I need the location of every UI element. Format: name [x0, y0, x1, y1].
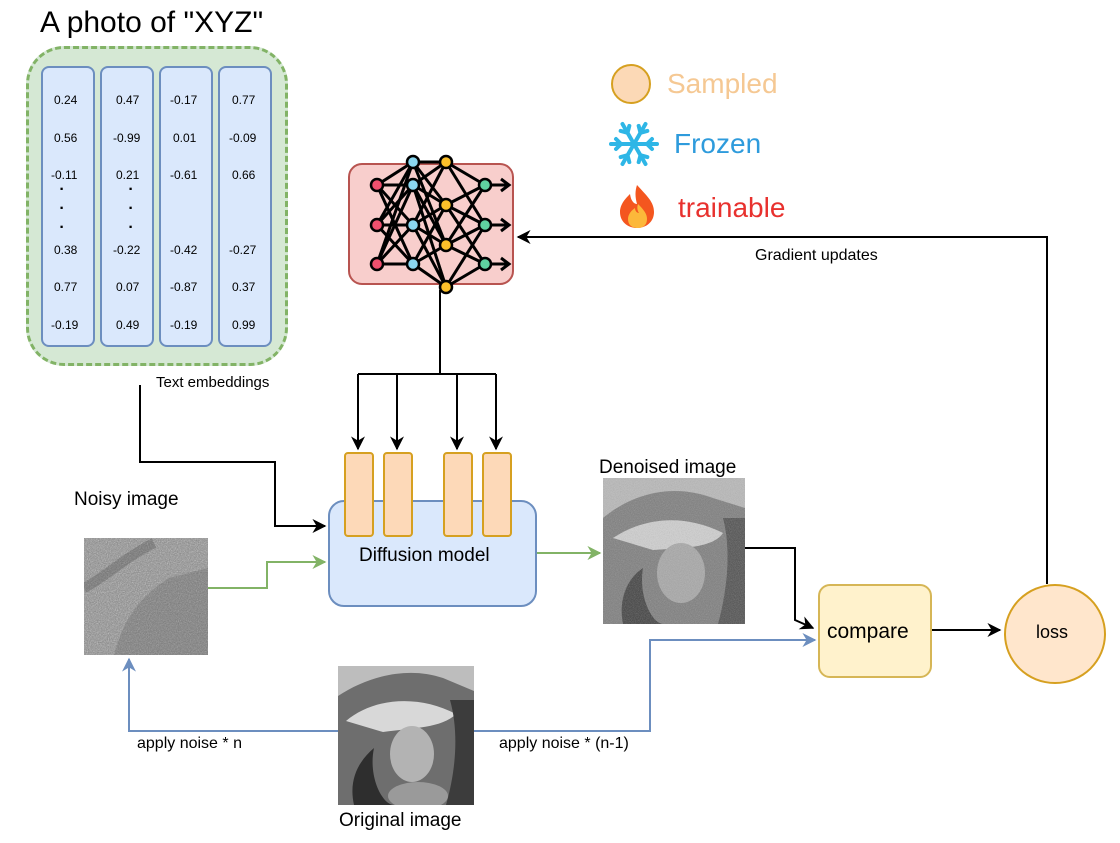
embedding-value: 0.21 [116, 168, 140, 182]
prompt-title: A photo of "XYZ" [40, 6, 264, 39]
embedding-value: -0.27 [229, 243, 257, 257]
loss-label: loss [1036, 622, 1069, 642]
embedding-value: -0.09 [229, 131, 257, 145]
trainable-legend-label: trainable [678, 192, 786, 223]
apply-noise-n-label: apply noise * n [137, 735, 242, 752]
embedding-column [41, 66, 95, 347]
embedding-value: -0.22 [113, 243, 141, 257]
arrow-gradient-updates [516, 230, 1048, 584]
embedding-value: -0.19 [170, 318, 198, 332]
embedding-value: -0.61 [170, 168, 198, 182]
embedding-value: -0.99 [113, 131, 141, 145]
embedding-value: 0.77 [232, 93, 256, 107]
noisy-image [84, 538, 208, 655]
compare-label: compare [827, 620, 909, 643]
frozen-legend-label: Frozen [674, 128, 762, 159]
embedding-column [159, 66, 213, 347]
embedding-value: 0.24 [54, 93, 78, 107]
gradient-updates-label: Gradient updates [755, 247, 878, 264]
embedding-value: 0.77 [54, 280, 78, 294]
embedding-value: 0.56 [54, 131, 78, 145]
original-image-label: Original image [339, 810, 462, 831]
embeddings-label: Text embeddings [156, 374, 270, 391]
embedding-value: -0.17 [170, 93, 198, 107]
embedding-value: 0.66 [232, 168, 256, 182]
sampled-adapter-block [443, 452, 473, 537]
embedding-column [218, 66, 272, 347]
embedding-value: 0.49 [116, 318, 140, 332]
sampled-adapter-block [383, 452, 413, 537]
compare-box [818, 584, 932, 678]
loss-node [1004, 584, 1106, 684]
embedding-value: -0.19 [51, 318, 79, 332]
embedding-value: -0.87 [170, 280, 198, 294]
trainable-network-box [348, 163, 514, 285]
sampled-adapter-block [482, 452, 512, 537]
embedding-value: 0.37 [232, 280, 256, 294]
diffusion-model-label: Diffusion model [359, 545, 490, 566]
sampled-legend-label: Sampled [667, 68, 778, 99]
arrow-denoised-to-compare [745, 547, 815, 630]
arrow-noisy-to-diffusion [208, 555, 327, 589]
sampled-legend-marker [611, 64, 651, 104]
apply-noise-n-minus-1-label: apply noise * (n-1) [499, 735, 629, 752]
embedding-value: 0.07 [116, 280, 140, 294]
embedding-value: 0.01 [173, 131, 197, 145]
original-image [338, 666, 474, 805]
arrow-embeddings-to-diffusion [139, 385, 327, 533]
denoised-image-label: Denoised image [599, 457, 737, 478]
embedding-value: -0.42 [170, 243, 198, 257]
embedding-value: -0.11 [51, 168, 78, 182]
ellipsis-vertical: ··· [59, 181, 65, 236]
embedding-value: 0.99 [232, 318, 256, 332]
arrow-original-to-compare [474, 633, 817, 732]
arrow-original-to-noisy [122, 657, 338, 732]
noisy-image-label: Noisy image [74, 489, 179, 510]
sampled-adapter-block [344, 452, 374, 537]
denoised-image [603, 478, 745, 624]
ellipsis-vertical: ··· [128, 181, 134, 236]
embedding-value: 0.47 [116, 93, 140, 107]
embedding-value: 0.38 [54, 243, 78, 257]
embedding-column [100, 66, 154, 347]
